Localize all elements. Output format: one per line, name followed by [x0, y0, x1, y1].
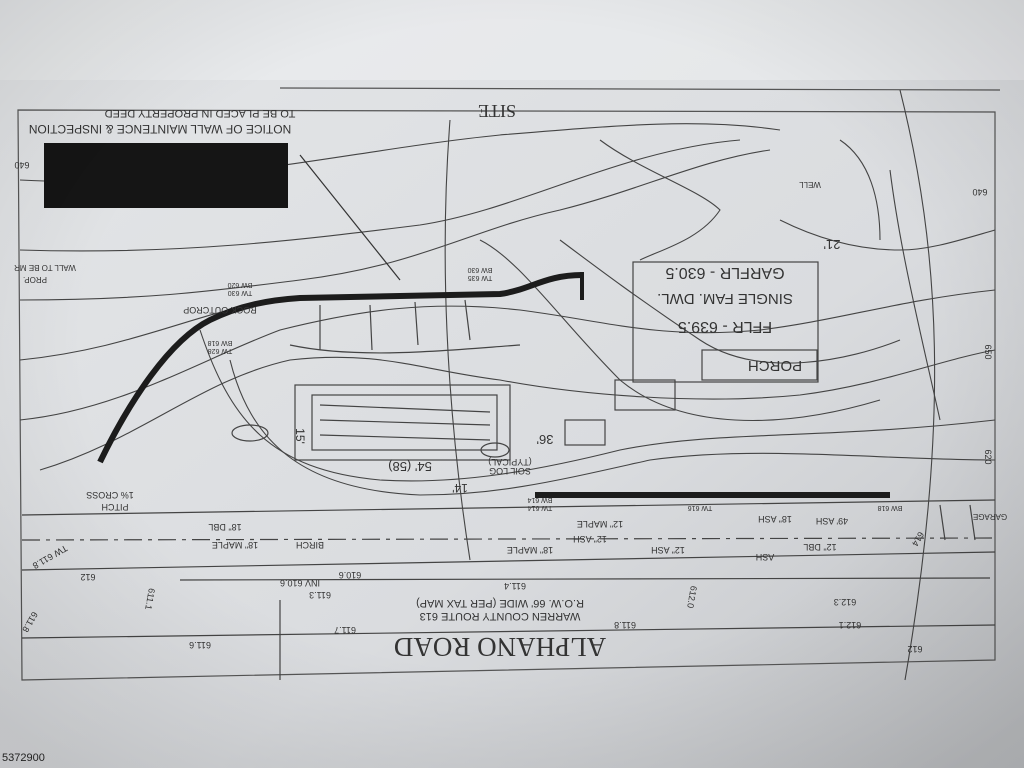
wall-elevation: BW 630: [467, 266, 492, 273]
dim-21: 21': [824, 237, 841, 252]
garage-label: GARAGE: [973, 512, 1007, 521]
tree-label: 12" ASH: [573, 534, 607, 544]
first-floor-elevation: FFLR - 639.5: [678, 318, 772, 335]
elevation-label: INV 610.6: [280, 578, 320, 588]
wall-elevation: TW 635: [468, 274, 493, 281]
road-route: WARREN COUNTY ROUTE 613: [420, 610, 581, 622]
contour-label: 620: [983, 449, 993, 464]
tree-label: 12" MAPLE: [577, 519, 623, 529]
elevation-label: 611.6: [189, 640, 211, 650]
elevation-label: 611.4: [504, 581, 526, 591]
elevation-label: 611.7: [334, 625, 356, 635]
wall-elevation: TW 628: [208, 347, 233, 354]
road-name: ALPHANO ROAD: [394, 632, 606, 662]
tree-label: 18" MAPLE: [507, 545, 553, 555]
garage-floor-elevation: GARFLR - 630.5: [665, 264, 784, 281]
contour-label: 650: [983, 344, 993, 359]
dim-54: 54' (58): [388, 459, 432, 474]
tree-label: 49' ASH: [816, 516, 848, 526]
porch-label: PORCH: [748, 357, 802, 374]
wall-elevation: TW 616: [688, 504, 713, 511]
elevation-label: 611.8: [614, 620, 636, 630]
contour-label: 612: [907, 644, 922, 654]
prop-wall-2: WALL TO BE MR: [14, 263, 76, 272]
well-label: WELL: [799, 180, 821, 189]
cross-pitch-1: 1% CROSS: [86, 490, 134, 500]
wall-elevation: BW 618: [207, 339, 232, 346]
prop-wall-1: PROP.: [23, 275, 47, 284]
wall-elevation: TW 630: [228, 289, 253, 296]
tree-label: BIRCH: [296, 540, 324, 550]
wall-elevation: BW 620: [227, 281, 252, 288]
road-row: R.O.W. 66' WIDE (PER TAX MAP): [416, 597, 584, 609]
contour-label: 640: [14, 160, 29, 170]
dim-15: 15': [293, 428, 307, 444]
elevation-label: 612.3: [834, 597, 857, 607]
notice-line-1: NOTICE OF WALL MAINTENCE & INSPECTION: [29, 122, 291, 136]
tree-label: 18" DBL: [208, 522, 241, 532]
elevation-label: 611.3: [309, 590, 331, 600]
tree-label: ASH: [756, 552, 775, 562]
tree-label: 12" DBL: [803, 542, 836, 552]
dwelling-type: SINGLE FAM. DWL.: [657, 290, 793, 307]
contour-label: 640: [972, 187, 987, 197]
tree-label: 18" MAPLE: [212, 540, 258, 550]
contour-label: 612: [80, 572, 95, 582]
soil-log-typ-label: (TYPICAL): [488, 457, 532, 467]
elevation-label: 612.1: [839, 620, 862, 630]
wall-elevation: BW 614: [527, 496, 552, 503]
cross-pitch-2: PITCH: [102, 502, 129, 512]
wall-elevation: TW 614: [528, 504, 553, 511]
photo-id: 5372900: [2, 752, 45, 764]
wall-elevation: BW 618: [877, 504, 902, 511]
tree-label: 12" ASH: [651, 545, 685, 555]
tree-label: 18" ASH: [758, 514, 792, 524]
sheet-title: SITE: [478, 101, 516, 121]
notice-line-2: TO BE PLACED IN PROPERTY DEED: [105, 107, 296, 119]
elevation-label: 610.6: [339, 570, 362, 580]
rock-outcrop-label: ROCK OUTCROP: [183, 305, 257, 315]
dim-36: 36': [537, 432, 554, 447]
dim-14: 14': [452, 481, 468, 495]
redaction-block: [44, 143, 288, 208]
